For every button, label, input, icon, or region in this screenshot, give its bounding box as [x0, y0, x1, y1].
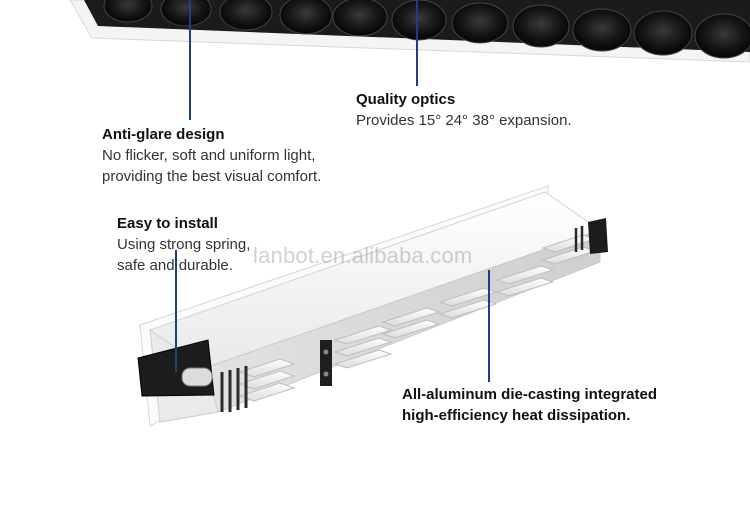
watermark: lanbot.en.alibaba.com [253, 243, 473, 268]
feature-easy-install: Easy to install Using strong spring, saf… [117, 213, 250, 276]
feature-anti-glare: Anti-glare design No flicker, soft and u… [102, 124, 321, 187]
feature-desc-line2: providing the best visual comfort. [102, 168, 322, 185]
feature-desc-line2: safe and durable. [117, 257, 233, 274]
heat-sink-fins [238, 234, 597, 402]
spring-clip-right-icon [574, 218, 608, 254]
feature-desc: Provides 15° 24° 38° expansion. [356, 112, 572, 129]
feature-title: Anti-glare design [102, 126, 225, 143]
feature-desc-line1: Using strong spring, [117, 236, 251, 253]
lens-row [103, 0, 750, 59]
feature-desc-line1: No flicker, soft and uniform light, [102, 147, 316, 164]
feature-title: Easy to install [117, 215, 218, 232]
feature-aluminum: All-aluminum die-casting integrated high… [402, 384, 657, 426]
lens-housing [69, 0, 750, 63]
feature-quality-optics: Quality optics Provides 15° 24° 38° expa… [356, 89, 572, 131]
feature-title-line1: All-aluminum die-casting integrated [402, 386, 658, 403]
bracket [320, 340, 332, 386]
leader-lines [175, 0, 490, 382]
feature-title: Quality optics [356, 91, 456, 108]
feature-title-line2: high-efficiency heat dissipation. [402, 407, 631, 424]
